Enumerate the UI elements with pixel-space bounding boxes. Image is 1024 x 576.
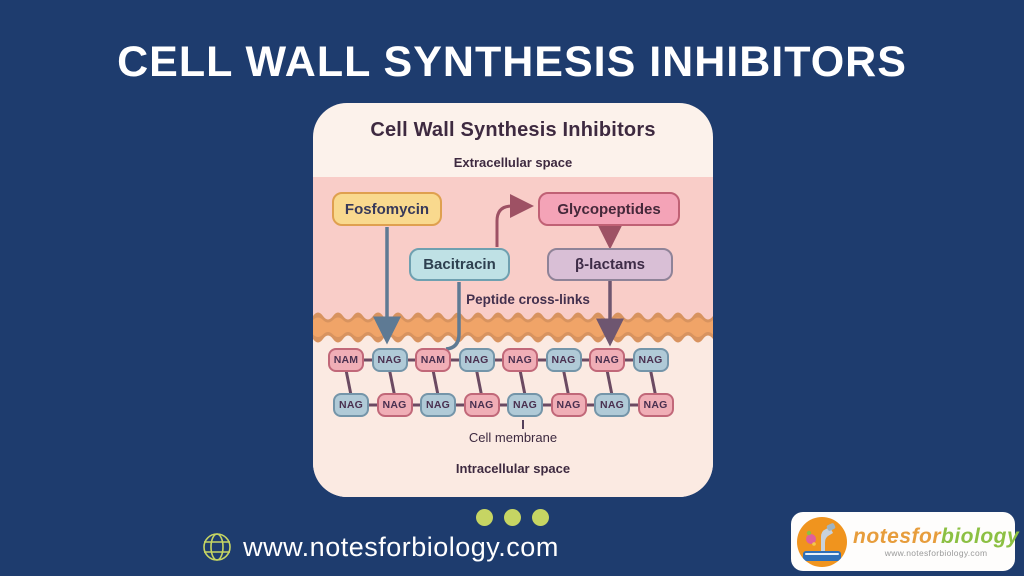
brand-name-biology: biology [941, 525, 1020, 548]
lattice-unit-nag: NAG [594, 393, 630, 417]
extracellular-label: Extracellular space [453, 155, 573, 170]
lattice-unit-nag: NAG [637, 393, 674, 417]
card-title: Cell Wall Synthesis Inhibitors [370, 119, 656, 141]
page-title: CELL WALL SYNTHESIS INHIBITORS [117, 38, 907, 86]
intracellular-label: Intracellular space [455, 461, 571, 476]
lattice-unit-nam: NAM [328, 348, 364, 372]
brand-logo-circle [797, 516, 847, 567]
website-text: www.notesforbiology.com [243, 531, 559, 562]
microscope-icon [803, 522, 841, 561]
lattice-unit-nag: NAG [458, 348, 495, 372]
website-row: www.notesforbiology.com [0, 531, 760, 563]
lattice-unit-nag: NAG [589, 348, 625, 372]
dot [531, 509, 549, 526]
drug-box-fosfomycin: Fosfomycin [332, 192, 442, 226]
cell-membrane-pointer-line [522, 420, 524, 429]
lattice-unit-nag: NAG [507, 393, 543, 417]
brand-name: notesforbiology [853, 525, 1019, 549]
brand-name-notesfor: notesfor [853, 525, 941, 548]
dot [475, 509, 493, 526]
cell-membrane-band [313, 312, 713, 343]
brand-logo-card: notesforbiology www.notesforbiology.com [791, 512, 1019, 571]
lattice-unit-nag: NAG [420, 393, 456, 417]
lattice-unit-nam: NAM [415, 348, 451, 372]
lattice-unit-nag: NAG [545, 348, 582, 372]
lattice-unit-nag: NAG [550, 393, 587, 417]
brand-url: www.notesforbiology.com [884, 548, 988, 558]
lattice-unit-nag: NAG [333, 393, 369, 417]
drug-box-bacitracin: Bacitracin [409, 248, 510, 281]
drug-box-beta-lactams: β-lactams [547, 248, 673, 281]
drug-box-glycopeptides: Glycopeptides [538, 192, 680, 226]
lattice-unit-nag: NAG [502, 348, 538, 372]
peptide-crosslinks-label: Peptide cross-links [466, 292, 590, 307]
dot [503, 509, 521, 526]
lattice-unit-nag: NAG [463, 393, 500, 417]
lattice-unit-nag: NAG [632, 348, 669, 372]
lattice-unit-nag: NAG [376, 393, 413, 417]
cell-membrane-label: Cell membrane [468, 430, 558, 445]
lattice-unit-nag: NAG [371, 348, 408, 372]
diagram-card: Cell Wall Synthesis Inhibitors Extracell… [313, 103, 713, 497]
decorative-dots [0, 509, 1024, 526]
globe-icon [203, 533, 231, 561]
